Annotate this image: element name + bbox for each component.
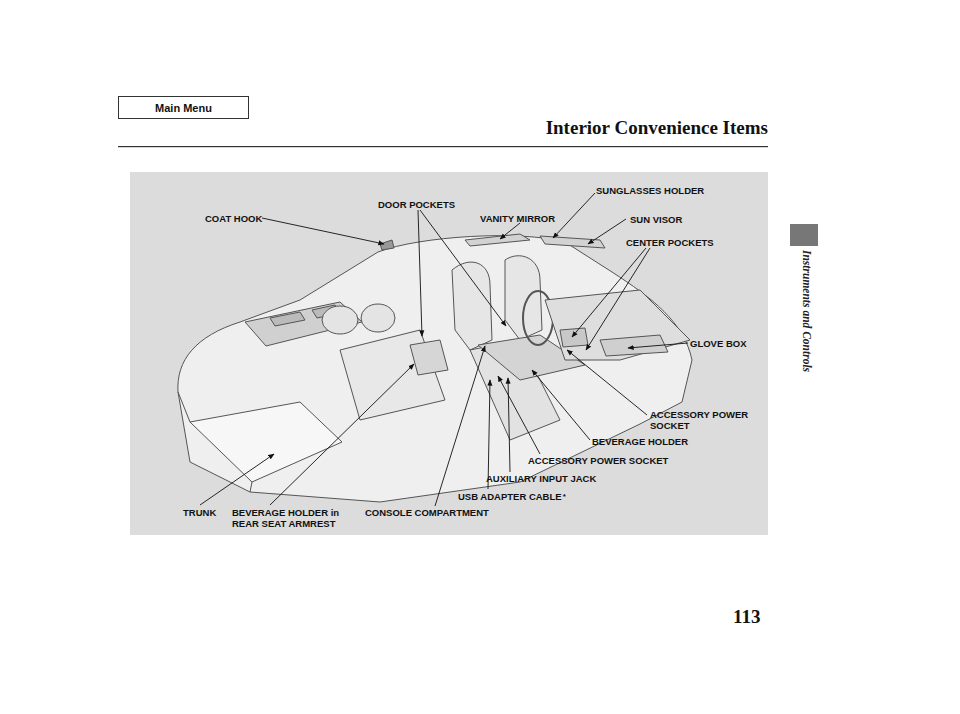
menu-button: Main Menu	[118, 96, 249, 119]
section-tab-text: Instruments and Controls	[801, 250, 813, 372]
callout-label: ACCESSORY POWER SOCKET	[528, 455, 668, 466]
callout-label: BEVERAGE HOLDER	[592, 436, 688, 447]
callout-label: DOOR POCKETS	[378, 199, 455, 210]
callout-label: COAT HOOK	[205, 213, 262, 224]
callout-label: ACCESSORY POWER SOCKET	[650, 409, 762, 431]
callout-label: BEVERAGE HOLDER in REAR SEAT ARMREST	[232, 507, 350, 529]
callout-label: USB ADAPTER CABLE*	[458, 491, 566, 502]
callout-label: TRUNK	[183, 507, 216, 518]
footnote-mark: *	[563, 492, 566, 501]
callout-label: AUXILIARY INPUT JACK	[486, 473, 596, 484]
car-body	[178, 234, 692, 502]
callout-label: SUN VISOR	[630, 214, 682, 225]
section-tab	[790, 224, 818, 246]
page-number: 113	[733, 606, 760, 628]
callout-label: VANITY MIRROR	[480, 213, 555, 224]
callout-label: SUNGLASSES HOLDER	[596, 185, 704, 196]
button-text: Main Menu	[155, 102, 212, 114]
callout-label: CONSOLE COMPARTMENT	[365, 507, 489, 518]
page-title: Interior Convenience Items	[546, 117, 768, 139]
callout-label: CENTER POCKETS	[626, 237, 714, 248]
panel	[130, 172, 768, 535]
callout-label: GLOVE BOX	[690, 338, 746, 349]
header-rule	[118, 146, 768, 147]
leader-lines	[200, 193, 688, 506]
